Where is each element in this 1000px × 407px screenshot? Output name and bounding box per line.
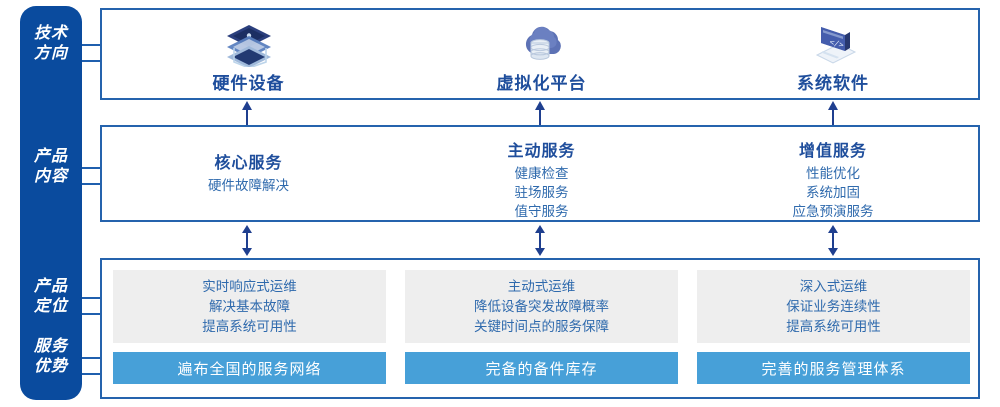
cloud-database-icon: [525, 26, 561, 60]
arrow-up-down-icon-proactive: [535, 225, 545, 256]
rail-item-product-positioning[interactable]: 产品 定位: [20, 277, 82, 317]
product-content-panel: 核心服务 硬件故障解决 主动服务 健康检查 驻场服务 值守服务 增值服务 性能优…: [100, 125, 980, 222]
svg-text:</>: </>: [828, 37, 845, 50]
rail-item-line1: 产品: [33, 148, 68, 165]
rail-item-line1: 服务: [33, 338, 68, 355]
technology-label: 虚拟化平台: [496, 73, 587, 93]
positioning-card-deep[interactable]: 深入式运维 保证业务连续性 提高系统可用性: [697, 270, 970, 343]
content-title: 核心服务: [214, 155, 283, 172]
rail-item-line2: 内容: [33, 168, 68, 185]
connector-line-advantage-top: [82, 357, 100, 359]
connector-line-technology-top: [82, 44, 100, 46]
content-column-core-service[interactable]: 核心服务 硬件故障解决: [102, 127, 395, 220]
rail-item-line1: 产品: [33, 278, 68, 295]
content-item: 驻场服务: [514, 185, 569, 200]
content-column-proactive-service[interactable]: 主动服务 健康检查 驻场服务 值守服务: [395, 127, 688, 220]
content-title: 主动服务: [507, 143, 576, 160]
content-item: 健康检查: [514, 166, 569, 181]
positioning-line: 实时响应式运维: [202, 278, 297, 294]
content-title: 增值服务: [798, 143, 867, 160]
arrow-up-down-icon-core: [242, 225, 252, 256]
technology-column-hardware[interactable]: 硬件设备: [102, 10, 395, 102]
connector-line-advantage-bottom: [82, 373, 100, 375]
positioning-line: 降低设备突发故障概率: [474, 298, 609, 314]
arrow-up-icon-hardware: [242, 101, 252, 125]
advantage-bar-management-system[interactable]: 完善的服务管理体系: [697, 352, 970, 384]
connector-line-positioning-top: [82, 297, 100, 299]
content-item: 性能优化: [806, 166, 860, 181]
server-stack-icon: [226, 24, 271, 67]
connector-line-content-top: [82, 167, 100, 169]
technology-column-virtualization[interactable]: 虚拟化平台: [395, 10, 688, 102]
advantage-bar-label: 完备的备件库存: [485, 360, 598, 378]
rail-item-product-content[interactable]: 产品 内容: [20, 147, 82, 187]
category-rail: [20, 6, 82, 400]
positioning-advantage-panel: 实时响应式运维 解决基本故障 提高系统可用性 主动式运维 降低设备突发故障概率 …: [100, 258, 980, 399]
technology-direction-panel: 硬件设备 虚拟化平台 </>: [100, 8, 980, 100]
content-item: 值守服务: [514, 204, 569, 219]
laptop-code-icon: </>: [815, 26, 857, 64]
arrow-up-down-icon-value-added: [828, 225, 838, 256]
positioning-line: 保证业务连续性: [786, 298, 881, 314]
advantage-bar-label: 完善的服务管理体系: [761, 360, 906, 378]
content-item: 应急预演服务: [792, 204, 874, 219]
rail-item-line2: 方向: [33, 45, 68, 62]
content-item: 系统加固: [806, 185, 860, 200]
rail-item-service-advantage[interactable]: 服务 优势: [20, 337, 82, 377]
technology-label: 硬件设备: [212, 73, 285, 93]
advantage-bar-spare-parts[interactable]: 完备的备件库存: [405, 352, 678, 384]
rail-item-technology-direction[interactable]: 技术 方向: [20, 24, 82, 64]
arrow-up-icon-system-software: [828, 101, 838, 125]
arrow-up-icon-virtualization: [535, 101, 545, 125]
rail-item-line1: 技术: [33, 25, 68, 42]
rail-item-line2: 优势: [33, 358, 68, 375]
positioning-line: 深入式运维: [799, 278, 868, 294]
connector-line-content-bottom: [82, 183, 100, 185]
positioning-line: 关键时间点的服务保障: [474, 318, 609, 334]
positioning-card-realtime[interactable]: 实时响应式运维 解决基本故障 提高系统可用性: [113, 270, 386, 343]
positioning-line: 解决基本故障: [209, 298, 290, 314]
positioning-line: 提高系统可用性: [786, 318, 881, 334]
connector-line-positioning-bottom: [82, 313, 100, 315]
content-column-value-added-service[interactable]: 增值服务 性能优化 系统加固 应急预演服务: [688, 127, 978, 220]
advantage-bar-service-network[interactable]: 遍布全国的服务网络: [113, 352, 386, 384]
advantage-bar-label: 遍布全国的服务网络: [177, 360, 322, 378]
rail-item-line2: 定位: [33, 298, 68, 315]
positioning-card-proactive[interactable]: 主动式运维 降低设备突发故障概率 关键时间点的服务保障: [405, 270, 678, 343]
content-item: 硬件故障解决: [208, 178, 289, 193]
technology-label: 系统软件: [797, 73, 869, 93]
connector-line-technology-bottom: [82, 60, 100, 62]
positioning-line: 提高系统可用性: [202, 318, 297, 334]
positioning-line: 主动式运维: [507, 278, 576, 294]
technology-column-system-software[interactable]: </> 系统软件: [688, 10, 978, 102]
